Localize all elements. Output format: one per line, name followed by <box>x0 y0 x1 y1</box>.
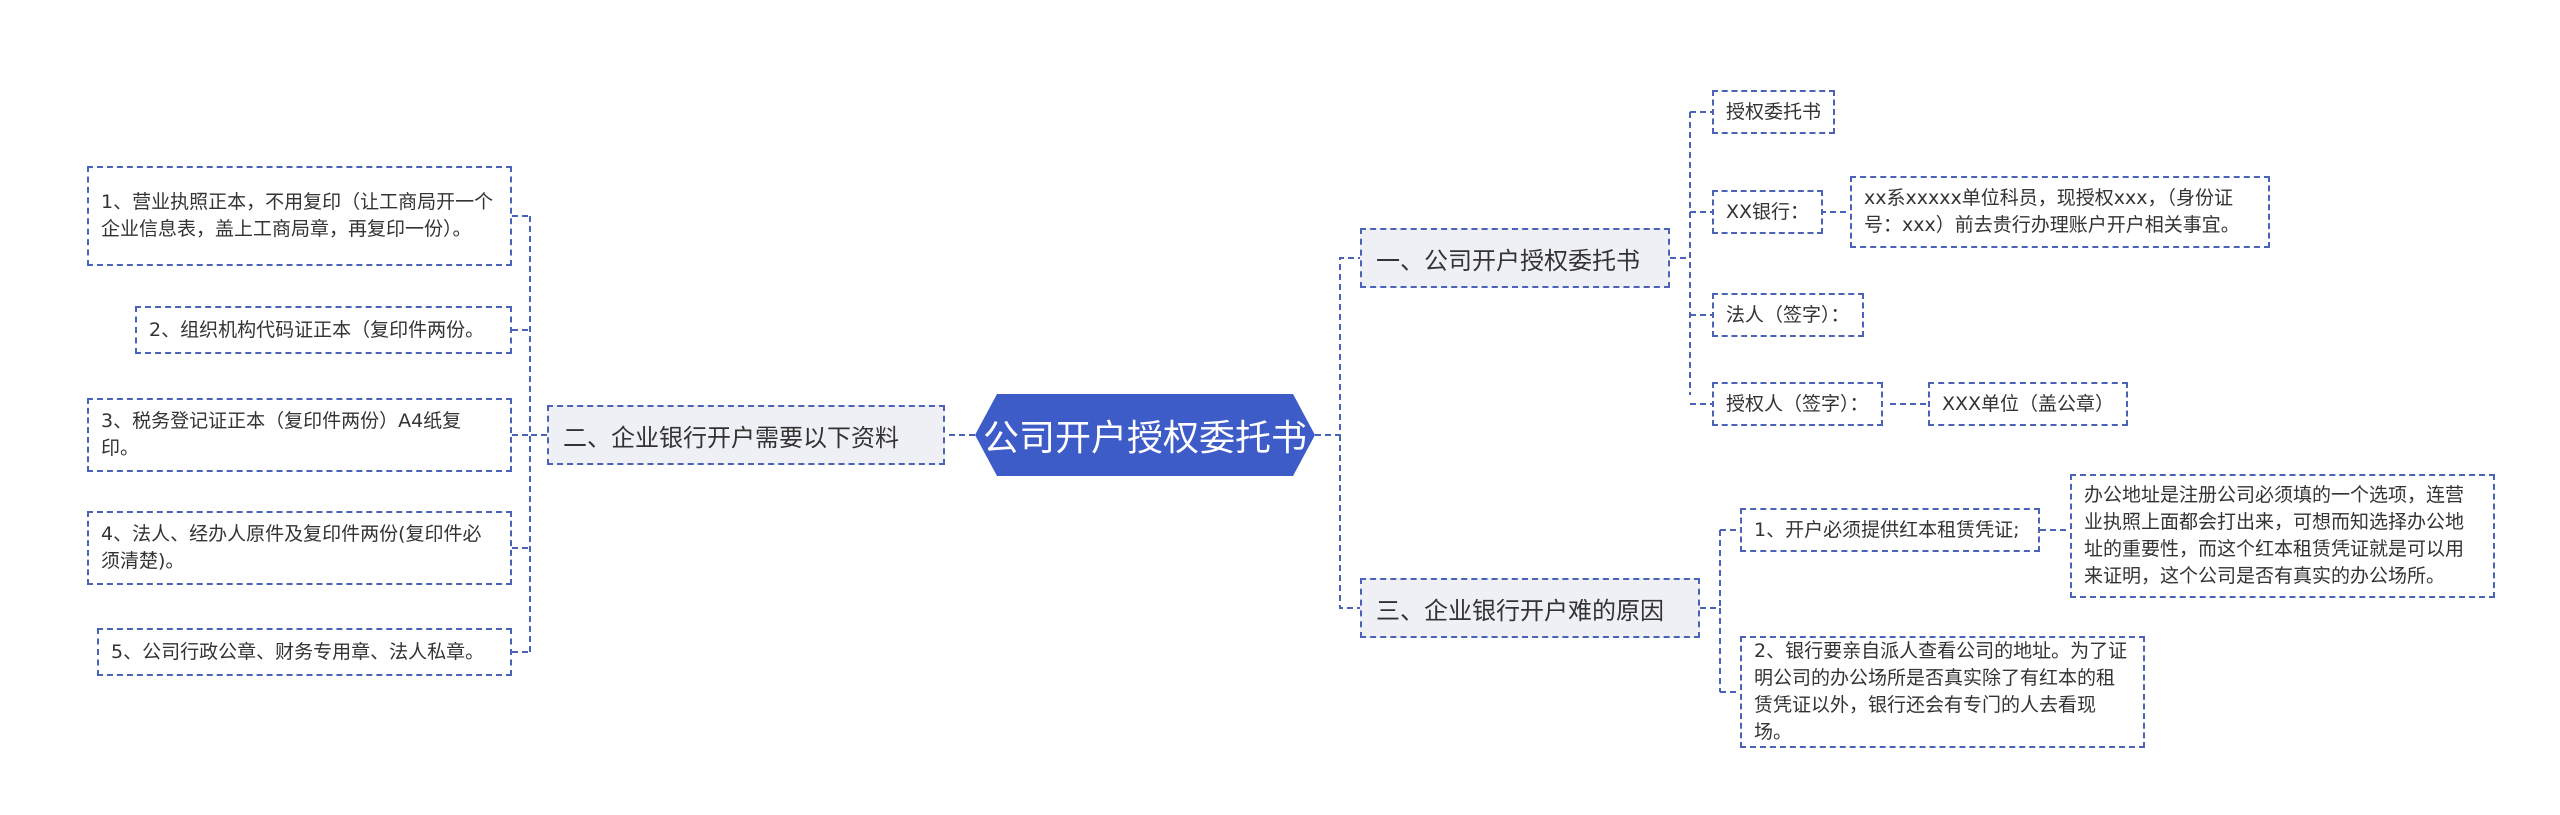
node-reason-site-inspection[interactable]: 2、银行要亲自派人查看公司的地址。为了证明公司的办公场所是否真实除了有红本的租赁… <box>1740 636 2145 748</box>
node-doc-tax-registration[interactable]: 3、税务登记证正本（复印件两份）A4纸复印。 <box>87 398 512 472</box>
node-authorization-letter-title[interactable]: 授权委托书 <box>1712 90 1836 134</box>
branch-difficulty-reasons[interactable]: 三、企业银行开户难的原因 <box>1360 578 1700 638</box>
node-authorization-body[interactable]: xx系xxxxx单位科员，现授权xxx，（身份证号：xxx）前去贵行办理账户开户… <box>1850 176 2270 248</box>
node-label: 2、组织机构代码证正本（复印件两份。 <box>149 318 485 341</box>
node-label: XXX单位（盖公章） <box>1942 392 2115 415</box>
node-label: 法人（签字）： <box>1726 303 1850 326</box>
node-bank-addressee[interactable]: XX银行： <box>1712 190 1824 234</box>
node-label: 办公地址是注册公司必须填的一个选项，连营业执照上面都会打出来，可想而知选择办公地… <box>2084 484 2465 587</box>
branch-label: 三、企业银行开户难的原因 <box>1376 596 1664 625</box>
node-label: xx系xxxxx单位科员，现授权xxx，（身份证号：xxx）前去贵行办理账户开户… <box>1864 187 2240 236</box>
node-doc-company-seals[interactable]: 5、公司行政公章、财务专用章、法人私章。 <box>97 628 512 676</box>
node-label: 授权委托书 <box>1726 100 1822 123</box>
root-topic-label: 公司开户授权委托书 <box>982 418 1307 459</box>
node-doc-legal-rep-id[interactable]: 4、法人、经办人原件及复印件两份(复印件必须清楚)。 <box>87 511 512 585</box>
node-doc-org-code[interactable]: 2、组织机构代码证正本（复印件两份。 <box>135 306 512 354</box>
branch-label: 一、公司开户授权委托书 <box>1376 246 1640 275</box>
node-doc-business-license[interactable]: 1、营业执照正本，不用复印（让工商局开一个企业信息表，盖上工商局章，再复印一份）… <box>87 166 512 266</box>
node-label: 授权人（签字）： <box>1726 392 1869 415</box>
node-legal-rep-signature[interactable]: 法人（签字）： <box>1712 293 1864 337</box>
node-authorizer-signature[interactable]: 授权人（签字）： <box>1712 382 1883 426</box>
node-reason-lease-certificate[interactable]: 1、开户必须提供红本租赁凭证; <box>1740 508 2040 552</box>
node-label: 1、开户必须提供红本租赁凭证; <box>1754 518 2020 541</box>
branch-authorization-letter[interactable]: 一、公司开户授权委托书 <box>1360 228 1670 288</box>
root-topic[interactable]: 公司开户授权委托书 <box>975 394 1315 476</box>
branch-required-documents[interactable]: 二、企业银行开户需要以下资料 <box>547 405 945 465</box>
node-label: 3、税务登记证正本（复印件两份）A4纸复印。 <box>101 410 462 459</box>
node-label: 4、法人、经办人原件及复印件两份(复印件必须清楚)。 <box>101 523 482 572</box>
node-label: 2、银行要亲自派人查看公司的地址。为了证明公司的办公场所是否真实除了有红本的租赁… <box>1754 640 2128 743</box>
node-label: XX银行： <box>1726 200 1810 223</box>
node-reason-lease-detail[interactable]: 办公地址是注册公司必须填的一个选项，连营业执照上面都会打出来，可想而知选择办公地… <box>2070 474 2495 598</box>
node-label: 5、公司行政公章、财务专用章、法人私章。 <box>111 640 485 663</box>
node-company-seal[interactable]: XXX单位（盖公章） <box>1928 382 2129 426</box>
branch-label: 二、企业银行开户需要以下资料 <box>563 423 899 452</box>
node-label: 1、营业执照正本，不用复印（让工商局开一个企业信息表，盖上工商局章，再复印一份）… <box>101 191 494 240</box>
